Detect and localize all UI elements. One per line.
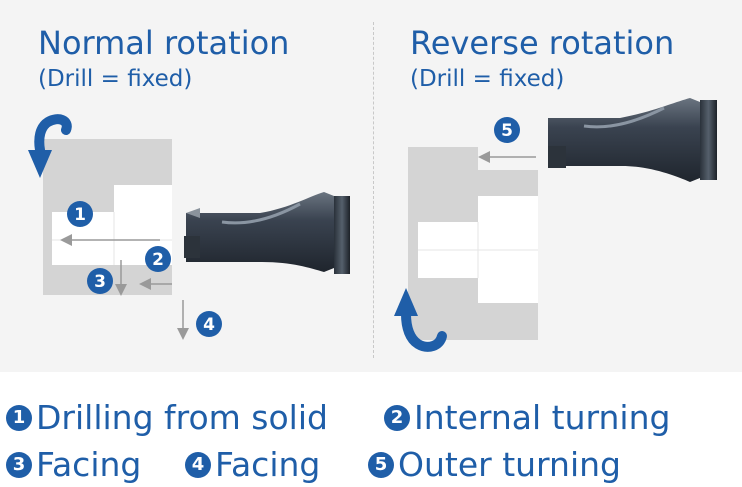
legend-label-5: Outer turning <box>398 445 621 484</box>
reverse-rotation-title: Reverse rotation <box>410 24 675 62</box>
legend-badge-3: 3 <box>6 452 32 478</box>
legend-item-internal-turning: 2 Internal turning <box>384 398 670 438</box>
legend-item-facing-3: 3 Facing <box>6 445 141 485</box>
rotation-arrow-up-icon <box>394 288 447 352</box>
marker-1: 1 <box>67 201 93 227</box>
legend-badge-1: 1 <box>6 405 32 431</box>
legend-label-1: Drilling from solid <box>36 398 328 437</box>
marker-5: 5 <box>494 117 520 143</box>
legend-label-4: Facing <box>215 445 321 484</box>
drill-tool-icon <box>184 192 350 274</box>
legend-item-drilling: 1 Drilling from solid <box>6 398 328 438</box>
svg-text:4: 4 <box>203 315 215 335</box>
legend-badge-4: 4 <box>185 452 211 478</box>
legend-item-outer-turning: 5 Outer turning <box>368 445 621 485</box>
operation-legend: 1 Drilling from solid 2 Internal turning… <box>0 372 742 487</box>
legend-label-2: Internal turning <box>414 398 671 437</box>
svg-text:5: 5 <box>501 121 513 141</box>
normal-rotation-title: Normal rotation <box>38 24 290 62</box>
reverse-workpiece <box>408 147 538 340</box>
reverse-rotation-subtitle: (Drill = fixed) <box>410 66 565 92</box>
rotation-arrow-down-icon <box>28 114 72 178</box>
drill-tool-icon <box>548 98 717 182</box>
legend-badge-2: 2 <box>384 405 410 431</box>
legend-label-3: Facing <box>36 445 142 484</box>
legend-item-facing-4: 4 Facing <box>185 445 320 485</box>
marker-3: 3 <box>87 268 113 294</box>
svg-text:2: 2 <box>152 250 164 270</box>
panel-divider <box>373 22 374 358</box>
legend-badge-5: 5 <box>368 452 394 478</box>
marker-4: 4 <box>196 311 222 337</box>
marker-2: 2 <box>145 246 171 272</box>
normal-workpiece <box>43 139 172 295</box>
normal-rotation-subtitle: (Drill = fixed) <box>38 66 193 92</box>
machining-diagram: 1 2 3 4 5 <box>28 98 717 352</box>
svg-text:3: 3 <box>94 272 106 292</box>
svg-text:1: 1 <box>74 205 86 225</box>
